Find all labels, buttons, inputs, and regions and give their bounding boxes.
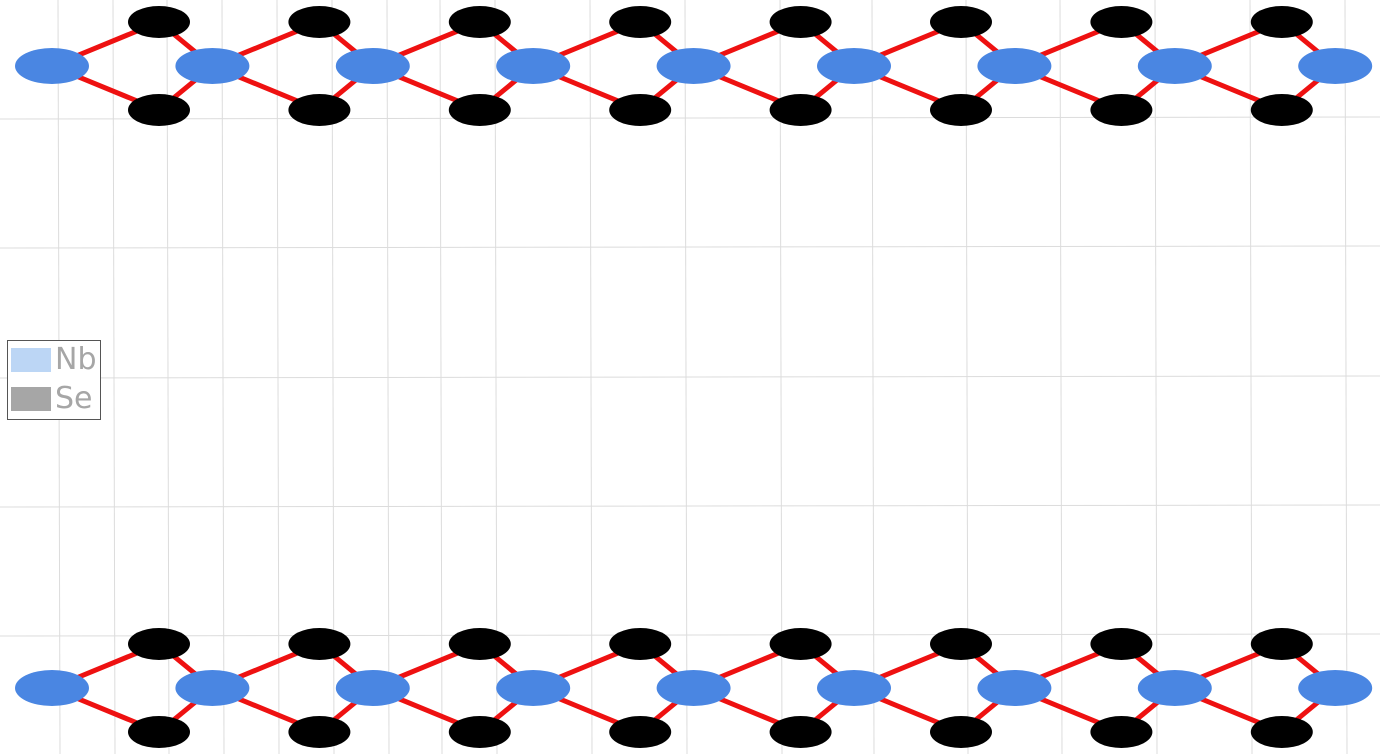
grid-line-h: [0, 245, 1380, 249]
atom-layers: [15, 6, 1373, 748]
grid-line-h: [0, 504, 1380, 508]
nb-atom: [15, 670, 89, 706]
legend-swatch-nb: [11, 348, 51, 372]
legend-item-se: Se: [11, 383, 93, 415]
se-atom: [128, 94, 190, 126]
grid-line-h: [0, 633, 1380, 637]
legend-label-nb: Nb: [55, 342, 97, 377]
se-atom: [1090, 628, 1153, 660]
se-atom: [288, 716, 351, 748]
se-atom: [769, 6, 832, 38]
nb-atom: [1137, 48, 1212, 84]
se-atom: [448, 628, 511, 660]
se-atom: [609, 94, 672, 126]
se-atom: [769, 628, 832, 660]
nb-atom: [656, 48, 731, 84]
grid-line-h: [0, 375, 1380, 379]
grid-line-v: [221, 0, 225, 754]
grid-line-v: [276, 0, 280, 754]
se-atom: [1090, 6, 1153, 38]
se-atom: [128, 716, 190, 748]
se-atom: [609, 716, 672, 748]
nb-atom: [335, 670, 410, 706]
se-atom: [128, 6, 190, 38]
nb-atom: [175, 670, 250, 706]
nb-atom: [977, 48, 1052, 84]
se-atom: [930, 94, 992, 126]
se-atom: [288, 94, 351, 126]
nb-atom: [496, 670, 571, 706]
se-atom: [128, 628, 190, 660]
se-atom: [930, 716, 992, 748]
se-atom: [288, 6, 351, 38]
se-atom: [1090, 94, 1153, 126]
grid-line-v: [1249, 0, 1253, 754]
nbse-layer-2: [15, 628, 1373, 748]
se-atom: [1250, 716, 1313, 748]
se-atom: [1250, 628, 1313, 660]
legend: Nb Se: [7, 340, 101, 420]
se-atom: [769, 716, 832, 748]
nb-atom: [1137, 670, 1212, 706]
grid-line-v: [112, 0, 116, 754]
nb-atom: [1298, 48, 1373, 84]
legend-item-nb: Nb: [11, 344, 96, 376]
nb-atom: [496, 48, 571, 84]
grid-line-v: [1344, 0, 1348, 754]
grid-line-h: [0, 116, 1380, 120]
se-atom: [930, 628, 992, 660]
nb-atom: [817, 670, 891, 706]
se-atom: [448, 94, 511, 126]
se-atom: [609, 628, 672, 660]
nb-atom: [175, 48, 250, 84]
se-atom: [448, 6, 511, 38]
nb-atom: [656, 670, 731, 706]
se-atom: [448, 716, 511, 748]
se-atom: [1250, 94, 1313, 126]
atom-group: [15, 6, 1373, 126]
se-atom: [930, 6, 992, 38]
nb-atom: [817, 48, 891, 84]
se-atom: [1090, 716, 1153, 748]
nb-atom: [977, 670, 1052, 706]
nbse-layer-1: [15, 6, 1373, 126]
se-atom: [609, 6, 672, 38]
grid-line-v: [166, 0, 170, 754]
se-atom: [288, 628, 351, 660]
grid-line-v: [1154, 0, 1158, 754]
nb-atom: [15, 48, 89, 84]
se-atom: [1250, 6, 1313, 38]
legend-label-se: Se: [55, 381, 93, 416]
se-atom: [769, 94, 832, 126]
nb-atom: [335, 48, 410, 84]
atom-group: [15, 628, 1373, 748]
grid-line-v: [331, 0, 335, 754]
nb-atom: [1298, 670, 1373, 706]
legend-swatch-se: [11, 387, 51, 411]
grid-line-v: [1059, 0, 1063, 754]
